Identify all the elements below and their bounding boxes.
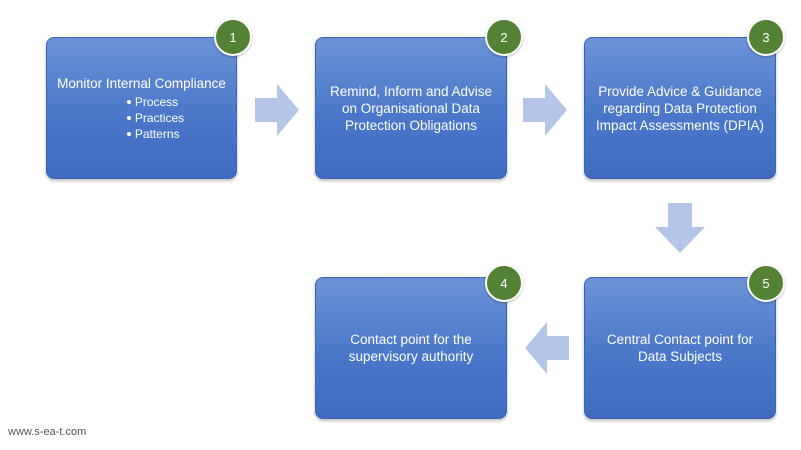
step-1-title: Monitor Internal Compliance [57, 75, 226, 91]
bullet-item: Patterns [126, 126, 184, 142]
step-1-badge: 1 [214, 18, 252, 56]
arrow-down-icon [655, 203, 705, 253]
step-2-box: Remind, Inform and Advise on Organisatio… [315, 37, 507, 179]
arrow-left-5-to-4 [525, 322, 569, 374]
step-2-title: Remind, Inform and Advise on Organisatio… [329, 83, 493, 133]
arrow-right-icon [523, 84, 567, 136]
step-3-title: Provide Advice & Guidance regarding Data… [595, 83, 765, 133]
bullet-item: Practices [126, 110, 184, 126]
step-3-badge: 3 [747, 18, 785, 56]
step-1-bullet-list: Process Practices Patterns [126, 94, 184, 142]
arrow-left-icon [525, 322, 569, 374]
step-3-box: Provide Advice & Guidance regarding Data… [584, 37, 776, 179]
arrow-right-2-to-3 [523, 84, 567, 136]
step-4-box: Contact point for the supervisory author… [315, 277, 507, 419]
arrow-right-icon [255, 84, 299, 136]
step-5-title: Central Contact point for Data Subjects [606, 332, 754, 364]
step-5-box: Central Contact point for Data Subjects [584, 277, 776, 419]
step-5-badge: 5 [747, 264, 785, 302]
step-4-title: Contact point for the supervisory author… [348, 332, 474, 364]
watermark-text: www.s-ea-t.com [8, 426, 87, 438]
bullet-item: Process [126, 94, 184, 110]
arrow-down-3-to-5 [655, 203, 705, 253]
arrow-right-1-to-2 [255, 84, 299, 136]
step-4-badge: 4 [485, 264, 523, 302]
step-2-badge: 2 [485, 18, 523, 56]
step-1-box: Monitor Internal Compliance Process Prac… [46, 37, 237, 179]
